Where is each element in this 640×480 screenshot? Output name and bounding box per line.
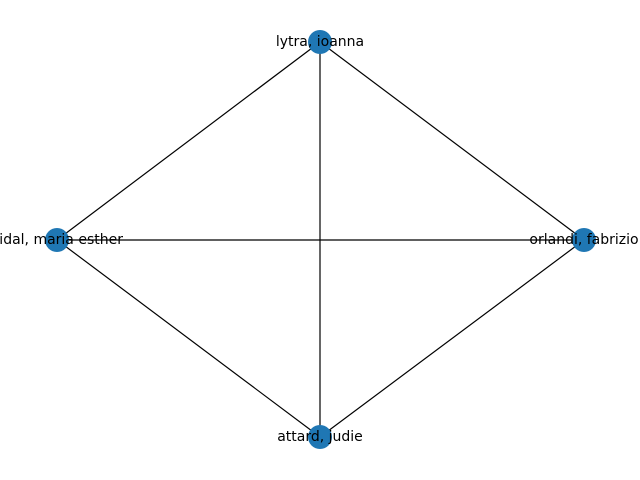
node-n_bottom: [308, 425, 332, 449]
edge-n_top-n_right: [319, 41, 585, 241]
node-n_left: [45, 228, 69, 252]
node-n_top: [308, 30, 332, 54]
edge-n_top-n_left: [56, 41, 321, 241]
edge-n_right-n_bottom: [319, 239, 585, 438]
edge-layer: [56, 41, 585, 438]
node-label-n_left: vidal, maria esther: [0, 232, 123, 248]
edge-n_left-n_bottom: [56, 239, 321, 438]
node-label-n_bottom: attard, judie: [277, 429, 363, 445]
node-label-n_right: orlandi, fabrizio: [529, 232, 638, 248]
node-n_right: [572, 228, 596, 252]
label-layer: lytra, ioanna vidal, maria esther orlandi,…: [0, 34, 639, 445]
node-layer: [45, 30, 596, 449]
node-label-n_top: lytra, ioanna: [276, 34, 364, 50]
